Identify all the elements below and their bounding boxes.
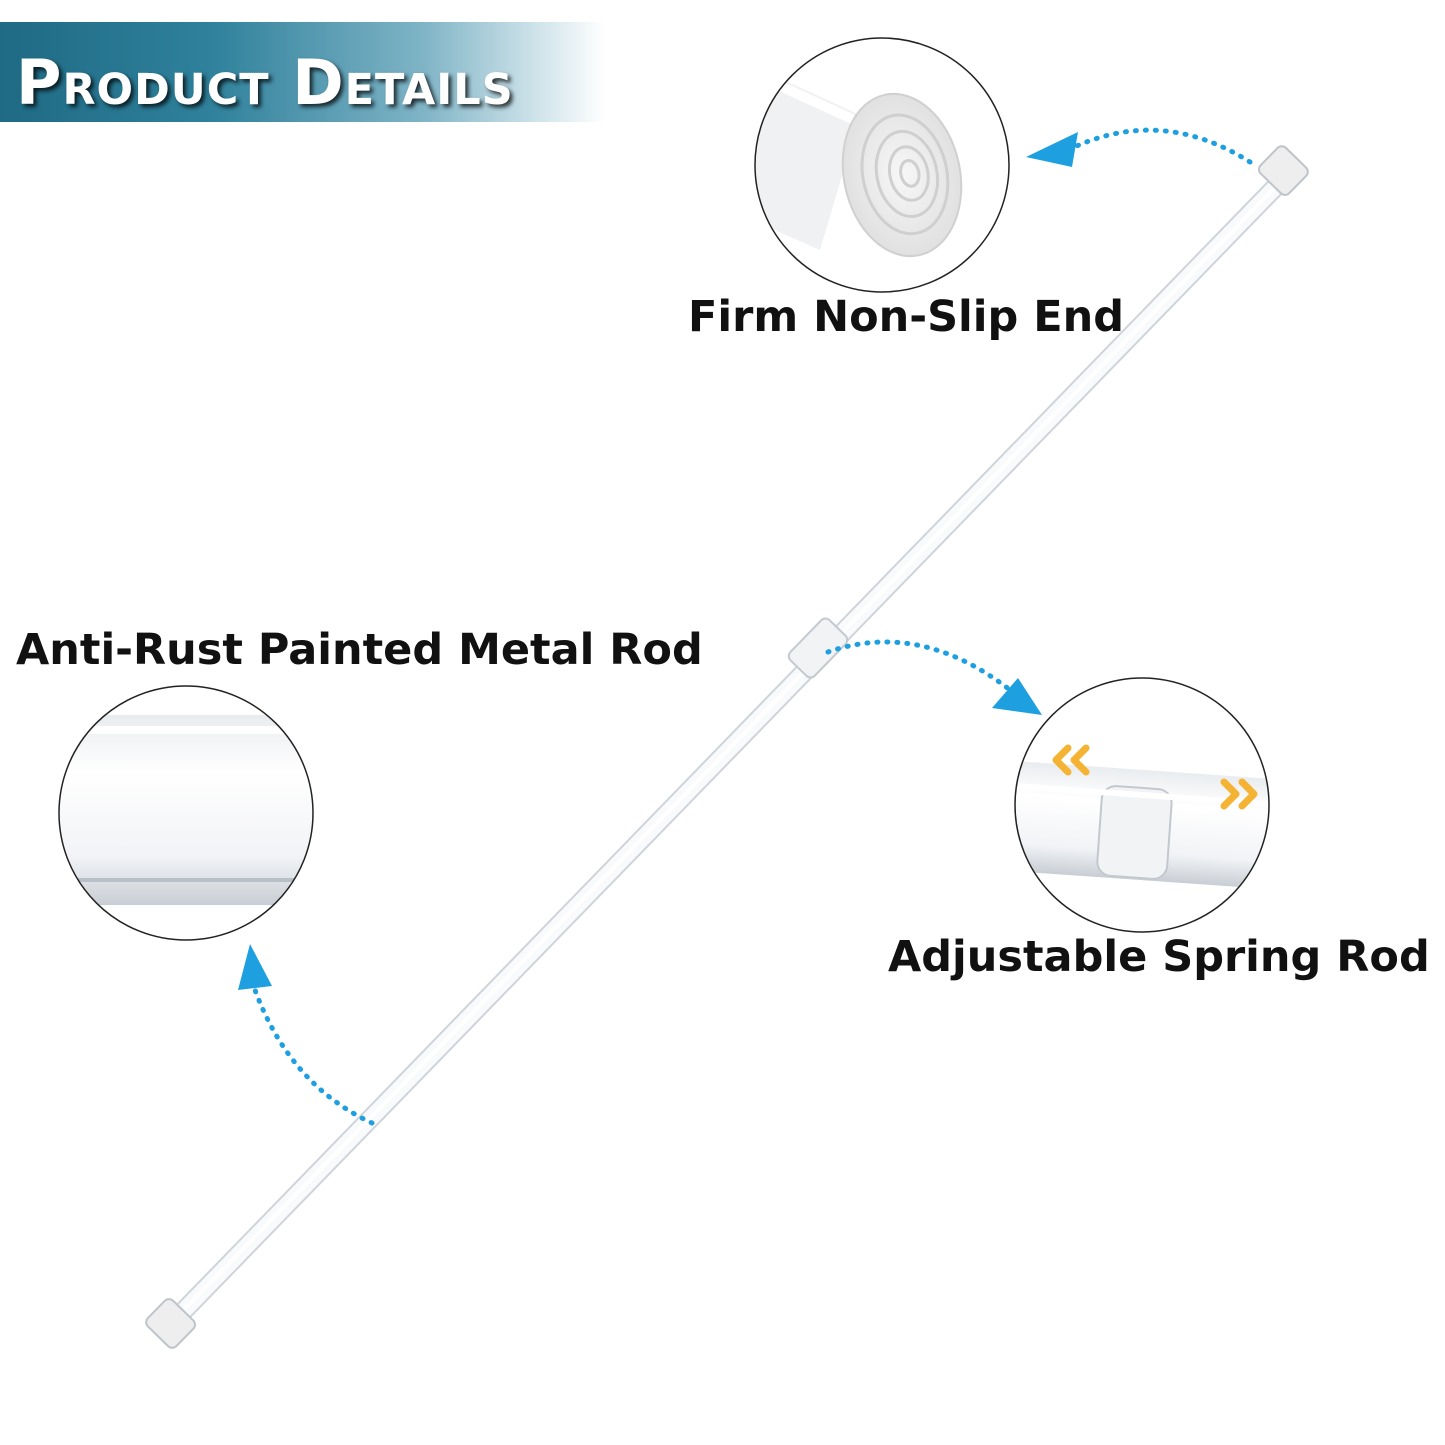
feature-label-painted-rod: Anti-Rust Painted Metal Rod [16,625,703,675]
pointer-arrow-rod [238,944,375,1126]
pointer-arrow-end [1026,127,1253,167]
compress-arrow-left-icon [1052,744,1090,776]
rod-bottom-end-cap [145,1298,197,1349]
feature-label-non-slip-end: Firm Non-Slip End [688,292,1125,342]
header-banner: Product Details [0,22,605,122]
extend-arrow-right-icon [1220,778,1258,810]
arrowhead-icon [992,678,1042,715]
callout-non-slip-end [754,37,1010,293]
rod-top-end-cap [1257,145,1309,196]
arrowhead-icon [1026,132,1078,167]
rubber-end-cap-icon [841,92,963,258]
banner-title: Product Details [16,46,514,119]
arrowhead-icon [238,944,272,990]
painted-rod-icon [59,715,313,905]
feature-label-spring-rod: Adjustable Spring Rod [888,932,1430,982]
callout-painted-rod [58,685,314,941]
tension-rod [145,145,1309,1349]
callout-spring-rod [1014,677,1270,933]
pointer-arrow-spring [825,639,1042,715]
spring-joint-icon [1015,744,1269,891]
rod-joint-sleeve [787,617,849,679]
